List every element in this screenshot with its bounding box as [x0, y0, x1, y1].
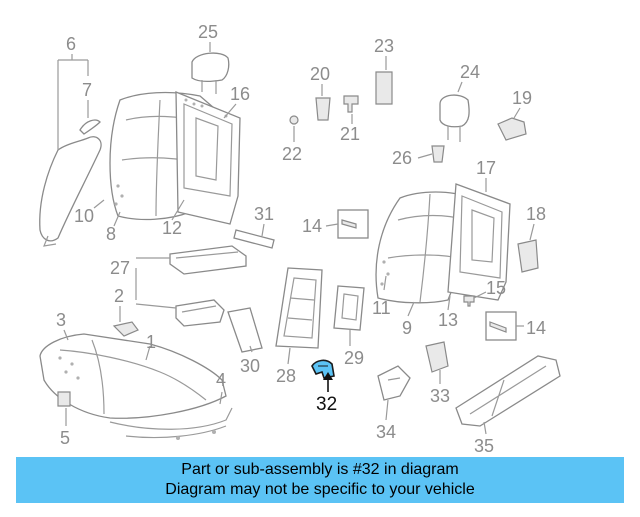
leader-27: [135, 257, 177, 309]
callout-33: 33: [430, 386, 450, 406]
part-30-pad: [227, 307, 263, 353]
part-1-seat-cushion: [39, 333, 227, 419]
leader-8: [113, 211, 121, 227]
part-18-bracket: [517, 239, 539, 273]
callout-30: 30: [240, 356, 260, 376]
callout-32: 32: [316, 394, 337, 415]
callout-14a: 14: [302, 216, 322, 236]
part-5-clip: [57, 391, 71, 407]
banner-line-2: Diagram may not be specific to your vehi…: [165, 481, 475, 498]
callout-15: 15: [486, 278, 506, 298]
callout-18: 18: [526, 204, 546, 224]
callout-2: 2: [114, 286, 124, 306]
leader-12: [171, 199, 185, 221]
part-17-seatback-frame: [447, 183, 511, 301]
part-35-cover: [455, 355, 561, 427]
callout-4: 4: [216, 370, 226, 390]
part-4-seat-frame: [109, 407, 233, 440]
callout-17: 17: [476, 158, 496, 178]
leader-4: [219, 391, 223, 405]
callout-27: 27: [110, 258, 130, 278]
callout-25: 25: [198, 22, 218, 42]
part-31-strip: [233, 229, 275, 249]
callout-11: 11: [372, 298, 391, 318]
part-25-headrest: [191, 52, 230, 94]
part-6-side-trim: [39, 136, 102, 247]
callout-5: 5: [60, 428, 70, 448]
callout-10: 10: [74, 206, 94, 226]
part-23-trim-cover: [375, 71, 393, 105]
callout-12: 12: [162, 218, 182, 238]
callout-6: 6: [66, 34, 76, 54]
part-29-bracket: [333, 285, 365, 331]
callout-34: 34: [376, 422, 396, 442]
leader-30: [249, 345, 253, 353]
leader-24: [457, 81, 463, 93]
part-15-bolt: [463, 295, 475, 307]
leader-18: [529, 223, 535, 241]
leader-26: [417, 153, 433, 159]
callout-13: 13: [438, 310, 458, 330]
part-26-guide-sleeve: [431, 145, 445, 163]
callout-8: 8: [106, 224, 116, 244]
leader-13: [447, 295, 451, 311]
callout-21: 21: [340, 124, 360, 144]
part-28-armrest-frame: [275, 267, 323, 349]
part-2-cap: [112, 321, 139, 337]
part-33-bracket: [425, 341, 449, 373]
callout-23: 23: [374, 36, 394, 56]
callout-19: 19: [512, 88, 532, 108]
callout-26: 26: [392, 148, 412, 168]
callout-3: 3: [56, 310, 66, 330]
banner-line-1: Part or sub-assembly is #32 in diagram: [181, 461, 459, 478]
callout-9: 9: [402, 318, 412, 338]
callout-24: 24: [460, 62, 480, 82]
callout-16: 16: [230, 84, 250, 104]
callout-22: 22: [282, 144, 302, 164]
leader-35: [483, 421, 487, 435]
part-32-highlighted: [311, 359, 335, 379]
part-14-bolt-kit-upper: [337, 209, 369, 239]
callout-28: 28: [276, 366, 296, 386]
callout-31: 31: [254, 204, 274, 224]
leader-10: [93, 199, 105, 209]
leader-1: [145, 345, 151, 361]
part-14-bolt-kit-lower: [485, 311, 517, 341]
part-27-armrest-assembly: [169, 245, 247, 327]
leader-16: [223, 103, 237, 119]
callout-14b: 14: [526, 318, 546, 338]
leader-32-arrow: [323, 372, 333, 380]
leader-28: [287, 347, 291, 365]
part-7-clip: [79, 119, 101, 135]
callout-35: 35: [474, 436, 494, 456]
callout-29: 29: [344, 348, 364, 368]
callout-7: 7: [82, 80, 92, 100]
info-banner: Part or sub-assembly is #32 in diagram D…: [16, 457, 624, 503]
leader-9: [407, 301, 415, 317]
leader-14a: [325, 223, 339, 227]
leader-11: [383, 275, 387, 291]
leader-3: [63, 329, 69, 341]
part-20-bracket: [315, 97, 331, 121]
part-21-bolt: [343, 95, 359, 113]
callout-1: 1: [146, 332, 156, 352]
part-16-seatback-frame: [175, 91, 241, 225]
part-34-hinge: [377, 365, 411, 401]
leader-31: [261, 223, 265, 237]
leader-6: [57, 54, 89, 150]
callout-20: 20: [310, 64, 330, 84]
leader-15: [473, 291, 487, 299]
part-19-guide: [497, 117, 527, 141]
leader-34: [385, 399, 389, 421]
part-22-nut: [289, 115, 299, 125]
part-24-headrest: [439, 94, 470, 142]
leader-19: [513, 107, 521, 119]
